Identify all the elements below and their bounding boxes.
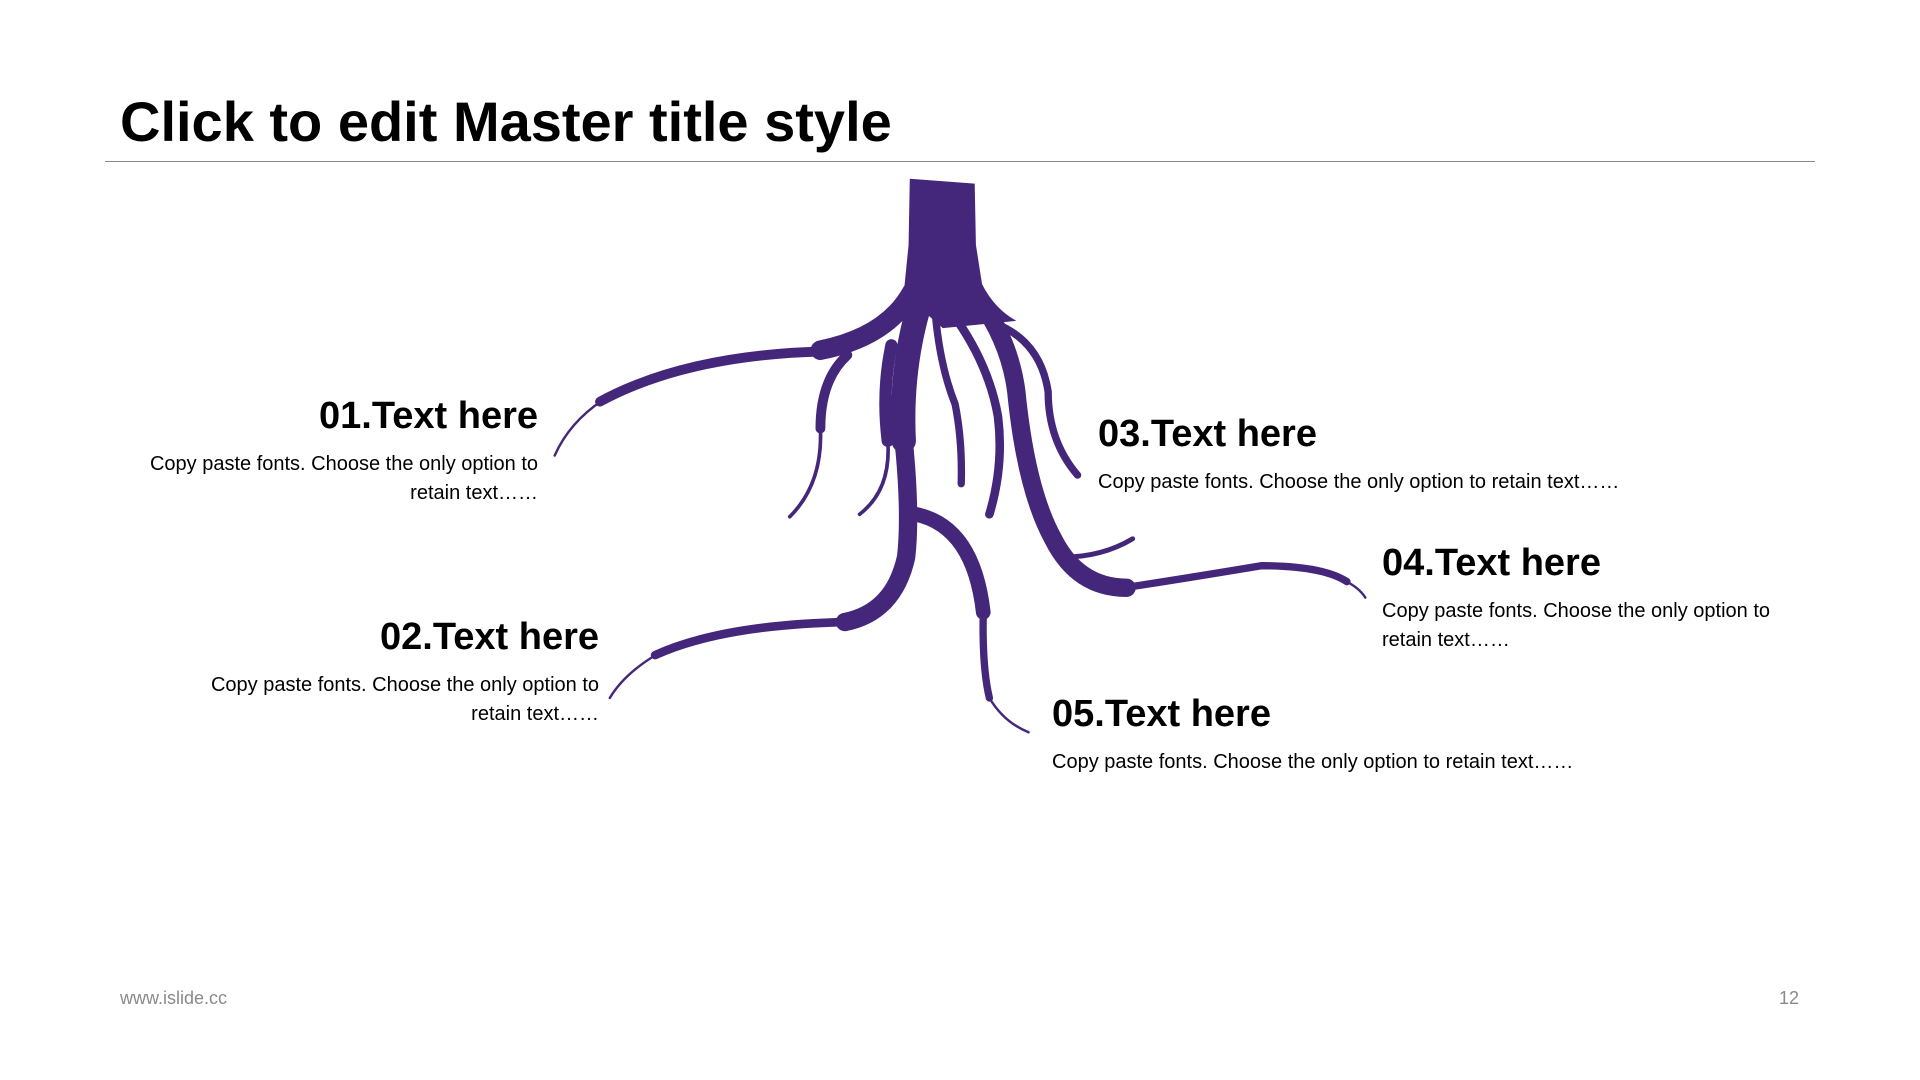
footer-website: www.islide.cc xyxy=(120,988,228,1008)
item-body[interactable]: Copy paste fonts. Choose the only option… xyxy=(149,452,538,504)
root-04-sub xyxy=(1060,536,1136,560)
item-body[interactable]: Copy paste fonts. Choose the only option… xyxy=(1382,599,1771,651)
item-body[interactable]: Copy paste fonts. Choose the only option… xyxy=(1052,750,1574,773)
item-heading[interactable]: 05.Text here xyxy=(1052,693,1271,735)
item-02: 02.Text here Copy paste fonts. Choose th… xyxy=(160,615,599,729)
root-right-outer xyxy=(994,320,1082,479)
root-center-right xyxy=(953,316,1005,519)
item-body[interactable]: Copy paste fonts. Choose the only option… xyxy=(210,673,599,725)
item-04: 04.Text here Copy paste fonts. Choose th… xyxy=(1382,541,1794,655)
root-01 xyxy=(810,281,923,360)
root-02 xyxy=(890,287,934,454)
item-heading[interactable]: 03.Text here xyxy=(1098,413,1317,455)
root-05 xyxy=(908,506,991,620)
item-01: 01.Text here Copy paste fonts. Choose th… xyxy=(130,394,538,508)
root-left-inner xyxy=(879,339,898,447)
trunk xyxy=(903,178,1017,329)
root-01-sub xyxy=(815,350,853,434)
item-heading[interactable]: 04.Text here xyxy=(1382,542,1601,584)
item-body[interactable]: Copy paste fonts. Choose the only option… xyxy=(1098,470,1620,493)
slide-title[interactable]: Click to edit Master title style xyxy=(120,90,892,153)
root-04 xyxy=(970,290,1136,597)
item-03: 03.Text here Copy paste fonts. Choose th… xyxy=(1098,412,1738,497)
item-05: 05.Text here Copy paste fonts. Choose th… xyxy=(1052,692,1692,777)
item-heading[interactable]: 01.Text here xyxy=(319,395,538,437)
item-heading[interactable]: 02.Text here xyxy=(380,616,599,658)
title-divider xyxy=(105,161,1815,162)
page-number: 12 xyxy=(1778,988,1799,1008)
root-center-thin xyxy=(931,312,966,488)
